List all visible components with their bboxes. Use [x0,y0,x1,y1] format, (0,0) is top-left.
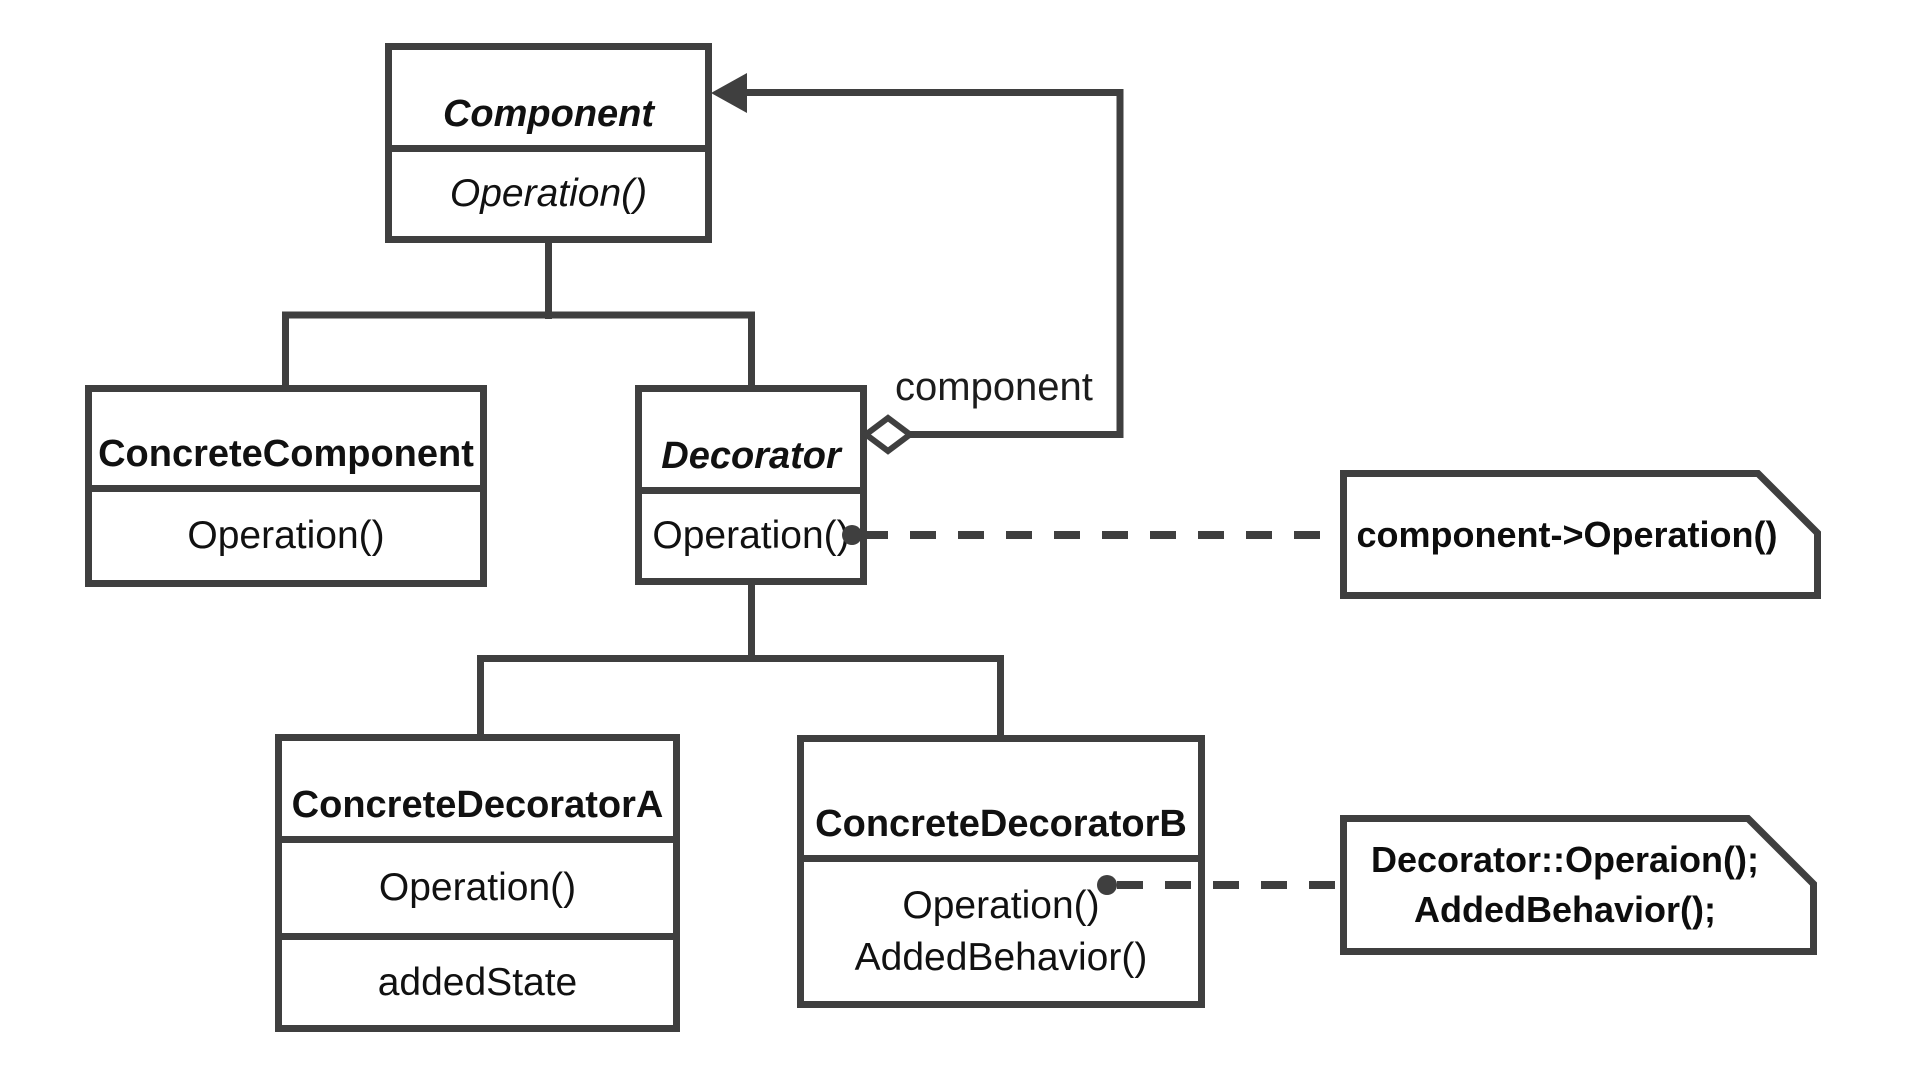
class-attribute-added-state: addedState [282,933,673,1025]
class-box-decorator: Decorator Operation() [635,385,867,585]
note-text-concrete-decorator-b: Decorator::Operaion(); AddedBehavior(); [1347,822,1783,948]
note-text-concrete-decorator-b-line2: AddedBehavior(); [1413,889,1716,930]
class-box-component: Component Operation() [385,43,712,243]
aggregation-diamond-icon [861,414,915,455]
class-name-decorator: Decorator [661,435,841,477]
class-box-concrete-decorator-a: ConcreteDecoratorA Operation() addedStat… [275,734,680,1032]
class-name-concrete-decorator-a: ConcreteDecoratorA [291,784,664,826]
class-name-concrete-component: ConcreteComponent [98,433,474,475]
class-box-concrete-component: ConcreteComponent Operation() [85,385,487,587]
class-method-concrete-decorator-b-operation: Operation() [902,883,1100,927]
aggregation-role-label: component [895,365,1093,409]
class-method-concrete-decorator-a-operation: Operation() [282,836,673,933]
class-method-concrete-decorator-b-added-behavior: AddedBehavior() [854,935,1148,979]
arrowhead-icon [711,73,747,113]
class-method-component-operation: Operation() [392,145,705,236]
note-text-concrete-decorator-b-line1: Decorator::Operaion(); [1370,839,1760,880]
class-box-concrete-decorator-b: ConcreteDecoratorB Operation() AddedBeha… [797,735,1205,1008]
class-name-concrete-decorator-b: ConcreteDecoratorB [815,803,1187,845]
class-methods-concrete-decorator-b: Operation() AddedBehavior() [804,855,1198,1001]
note-text-decorator: component->Operation() [1356,513,1778,555]
generalization-bar-upper [282,311,755,385]
class-method-decorator-operation: Operation() [642,487,860,578]
class-name-component: Component [442,93,655,135]
generalization-bar-lower [477,655,1004,735]
class-method-concrete-component-operation: Operation() [92,485,480,580]
